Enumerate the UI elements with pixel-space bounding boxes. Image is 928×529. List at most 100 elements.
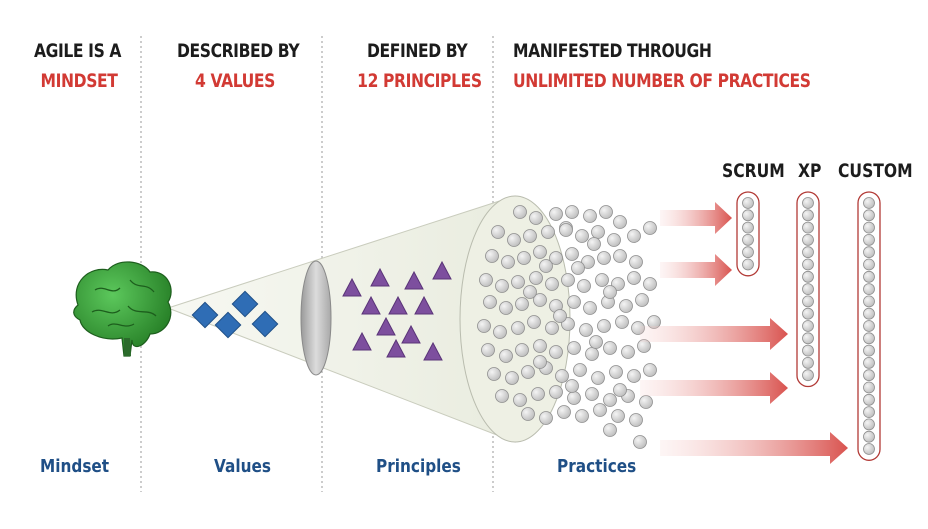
header-practices-line1: MANIFESTED THROUGH — [513, 40, 712, 62]
practice-column-ball — [863, 344, 875, 357]
practice-column-ball — [802, 356, 814, 369]
practice-column-ball — [802, 233, 814, 246]
practice-ball — [611, 409, 625, 423]
practice-ball — [513, 393, 527, 407]
practice-column-ball — [802, 258, 814, 271]
practice-ball — [567, 295, 581, 309]
practice-ball — [585, 347, 599, 361]
practice-ball — [511, 321, 525, 335]
practice-column-ball — [802, 307, 814, 320]
practice-ball — [633, 435, 647, 449]
practice-column-ball — [863, 369, 875, 382]
cone-ring — [300, 260, 332, 376]
practice-column-ball — [802, 270, 814, 283]
practice-ball — [561, 273, 575, 287]
practice-ball — [553, 309, 567, 323]
header-principles-line1: DEFINED BY — [367, 40, 468, 62]
practice-ball — [549, 345, 563, 359]
practice-ball — [595, 273, 609, 287]
practice-ball — [565, 247, 579, 261]
value-diamond — [191, 301, 219, 329]
practice-ball — [523, 285, 537, 299]
principle-triangle — [342, 277, 362, 297]
practice-ball — [533, 293, 547, 307]
practice-ball — [501, 255, 515, 269]
practice-column-ball — [863, 332, 875, 345]
practice-ball — [549, 251, 563, 265]
arrow-xp-2 — [640, 372, 788, 404]
practice-ball — [619, 299, 633, 313]
practice-ball — [539, 411, 553, 425]
principle-triangle — [352, 331, 372, 351]
principle-triangle — [361, 295, 381, 315]
practice-ball — [615, 315, 629, 329]
practice-ball — [589, 335, 603, 349]
practice-ball — [521, 365, 535, 379]
practice-ball — [575, 229, 589, 243]
practice-ball — [527, 315, 541, 329]
practice-column-ball — [802, 295, 814, 308]
practice-column-ball — [863, 356, 875, 369]
practice-ball — [603, 393, 617, 407]
principle-triangle — [386, 338, 406, 358]
value-diamond — [251, 310, 279, 338]
practice-ball — [643, 221, 657, 235]
practice-ball — [603, 285, 617, 299]
header-principles: DEFINED BY 12 PRINCIPLES — [357, 40, 482, 92]
practice-ball — [567, 341, 581, 355]
practice-column-ball — [863, 258, 875, 271]
practice-column-ball — [863, 246, 875, 259]
arrow-scrum-1 — [660, 202, 732, 234]
practice-ball — [559, 223, 573, 237]
practice-ball — [627, 369, 641, 383]
header-mindset-line2: MINDSET — [40, 70, 118, 92]
practice-ball — [531, 387, 545, 401]
header-values-line2: 4 VALUES — [195, 70, 275, 92]
principle-triangle — [404, 270, 424, 290]
practice-column-ball — [863, 197, 875, 209]
practice-ball — [597, 251, 611, 265]
practice-ball — [599, 205, 613, 219]
practice-ball — [533, 339, 547, 353]
practice-column-ball — [863, 295, 875, 308]
practice-ball — [529, 211, 543, 225]
practice-ball — [629, 413, 643, 427]
practice-ball — [499, 349, 513, 363]
arrow-xp-1 — [640, 318, 788, 350]
practice-column-ball — [802, 209, 814, 222]
label-scrum: SCRUM — [722, 160, 785, 182]
practice-ball — [555, 369, 569, 383]
practice-column-ball — [863, 430, 875, 443]
practice-ball — [609, 365, 623, 379]
practice-column-ball — [742, 209, 754, 222]
practice-column-ball — [802, 246, 814, 259]
arrow-custom — [660, 432, 848, 464]
practice-ball — [603, 341, 617, 355]
practice-ball — [515, 343, 529, 357]
practice-column-ball — [863, 209, 875, 222]
practice-column-scrum — [736, 191, 760, 277]
practice-ball — [539, 259, 553, 273]
practices-balls — [477, 205, 661, 449]
practice-ball — [585, 387, 599, 401]
practice-column-ball — [742, 246, 754, 259]
principle-triangle — [376, 316, 396, 336]
practice-column-ball — [863, 221, 875, 234]
value-diamond — [231, 290, 259, 318]
footer-mindset: Mindset — [40, 456, 110, 477]
practice-ball — [565, 205, 579, 219]
practice-ball — [533, 355, 547, 369]
practice-ball — [495, 279, 509, 293]
practice-column-ball — [802, 197, 814, 209]
footer-values: Values — [214, 456, 271, 477]
practice-column-ball — [742, 197, 754, 209]
practice-ball — [483, 295, 497, 309]
label-custom: CUSTOM — [838, 160, 913, 182]
practice-ball — [567, 391, 581, 405]
principle-triangle — [414, 295, 434, 315]
practice-ball — [549, 385, 563, 399]
practice-ball — [479, 273, 493, 287]
practice-ball — [481, 343, 495, 357]
